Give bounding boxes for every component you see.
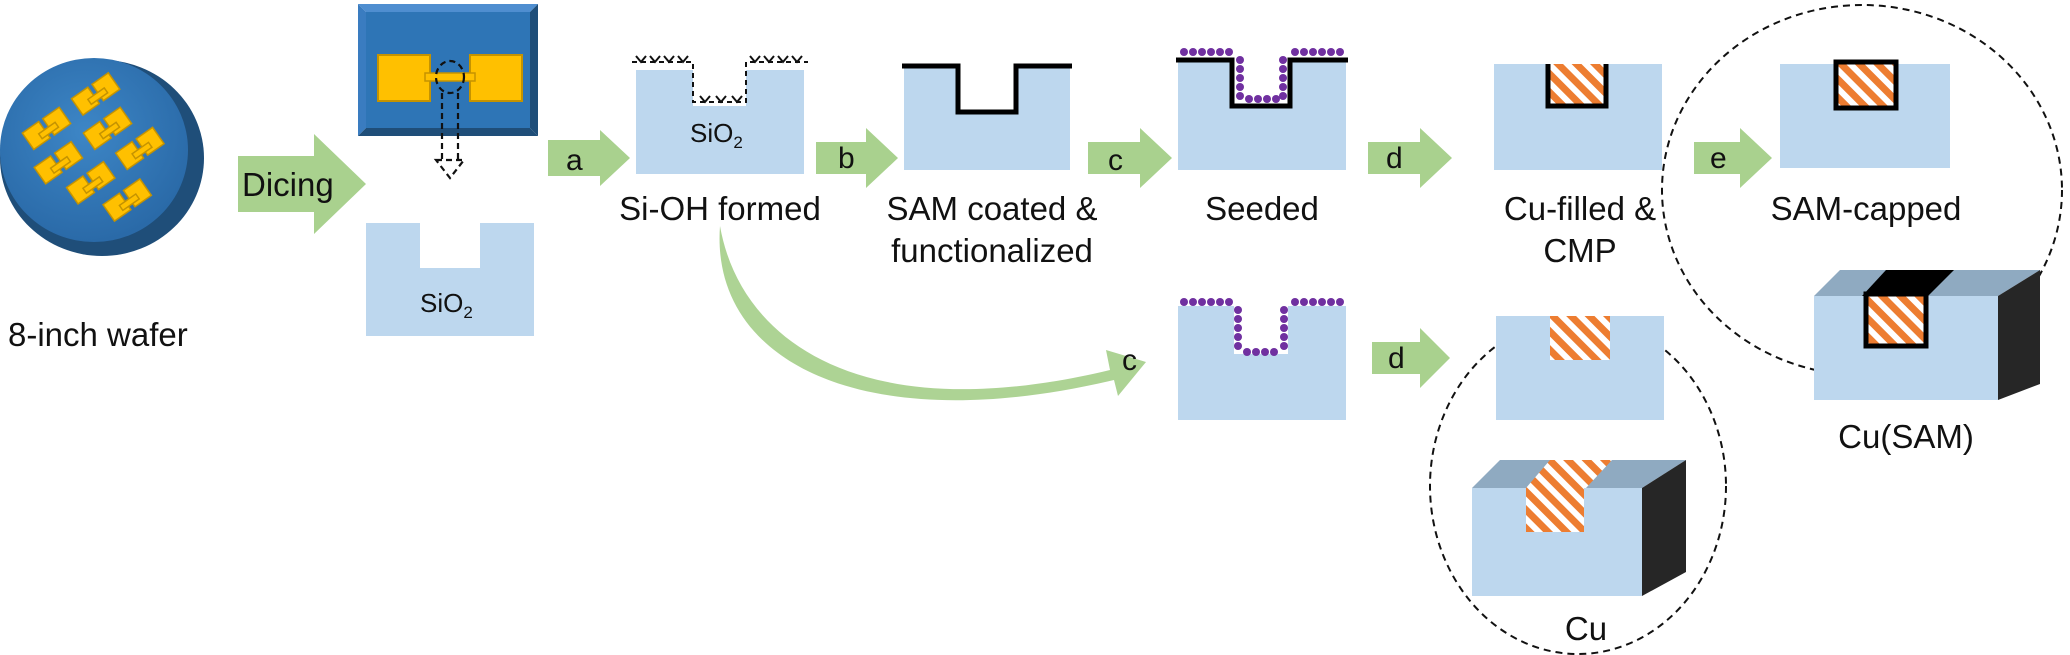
label-oxide-sioh: SiO2: [690, 118, 743, 153]
cu-trench-bottom: [1496, 316, 1664, 420]
cu-sam-cu-line: [1866, 296, 1924, 344]
step-label-b: b: [838, 142, 855, 175]
label-sam-capped: SAM-capped: [1770, 190, 1962, 227]
sam-layer: [902, 63, 1072, 115]
label-seeded: Seeded: [1205, 190, 1319, 227]
label-cu-sam: Cu(SAM): [1838, 418, 1974, 455]
step-label-c-bottom: c: [1122, 344, 1137, 377]
step-label-d-bottom: d: [1388, 342, 1405, 375]
cu-fill: [1548, 64, 1606, 106]
step-label-a: a: [566, 144, 583, 177]
dicing-arrow: [238, 134, 366, 234]
sam-cap-cu: [1836, 64, 1896, 108]
cu-filled-trench: [1494, 64, 1662, 170]
label-wafer: 8-inch wafer: [8, 316, 188, 353]
initial-trench: [366, 223, 534, 336]
label-cu-filled-line1: Cu-filled &: [1503, 190, 1657, 227]
label-cu: Cu: [1564, 610, 1608, 647]
zoom-pointer-head: [433, 158, 467, 180]
cu-fill-bottom: [1550, 316, 1610, 360]
cu-3d-block: [1472, 460, 1686, 596]
sioh-groups: [632, 61, 808, 103]
sam-coated-trench: [902, 63, 1072, 170]
label-sam-coated-line1: SAM coated &: [886, 190, 1098, 227]
arrow-d-bottom: [1372, 328, 1450, 388]
step-label-c-top: c: [1108, 144, 1123, 177]
sioh-trench: [632, 55, 808, 174]
step-label-d-top: d: [1386, 142, 1403, 175]
label-sioh-formed: Si-OH formed: [619, 190, 821, 227]
arrow-c-top: [1088, 128, 1172, 188]
sam-cap-top: [1862, 270, 1954, 296]
cu-3d-line: [1526, 488, 1584, 532]
arrow-a-body: [548, 140, 600, 176]
seed-particles-bottom: [1180, 298, 1344, 356]
zoom-circle: [434, 59, 466, 95]
label-cu-filled-line2: CMP: [1543, 232, 1617, 269]
chip-pad-left: [377, 54, 431, 102]
sam-capped-trench: [1780, 59, 1950, 168]
chip-trace: [424, 72, 476, 82]
chip-pad-right: [469, 54, 523, 102]
arrow-d-top: [1368, 128, 1452, 188]
seeded-trench-bottom: [1178, 298, 1346, 420]
seeded-trench-top: [1176, 48, 1348, 170]
label-sam-coated-line2: functionalized: [891, 232, 1093, 269]
label-oxide-initial: SiO2: [420, 288, 473, 323]
seed-particles-top: [1180, 48, 1344, 103]
arrow-e: [1694, 128, 1772, 188]
wafer-die-pads: [21, 71, 166, 223]
label-dicing: Dicing: [242, 166, 334, 203]
zoom-pointer: [440, 93, 460, 160]
arrow-b: [816, 128, 898, 188]
step-label-e: e: [1710, 142, 1727, 175]
diced-chip: [358, 4, 538, 180]
cu-top-stripe: [1526, 460, 1612, 488]
wafer: [0, 58, 204, 256]
cu-sam-3d-block: [1814, 270, 2040, 400]
